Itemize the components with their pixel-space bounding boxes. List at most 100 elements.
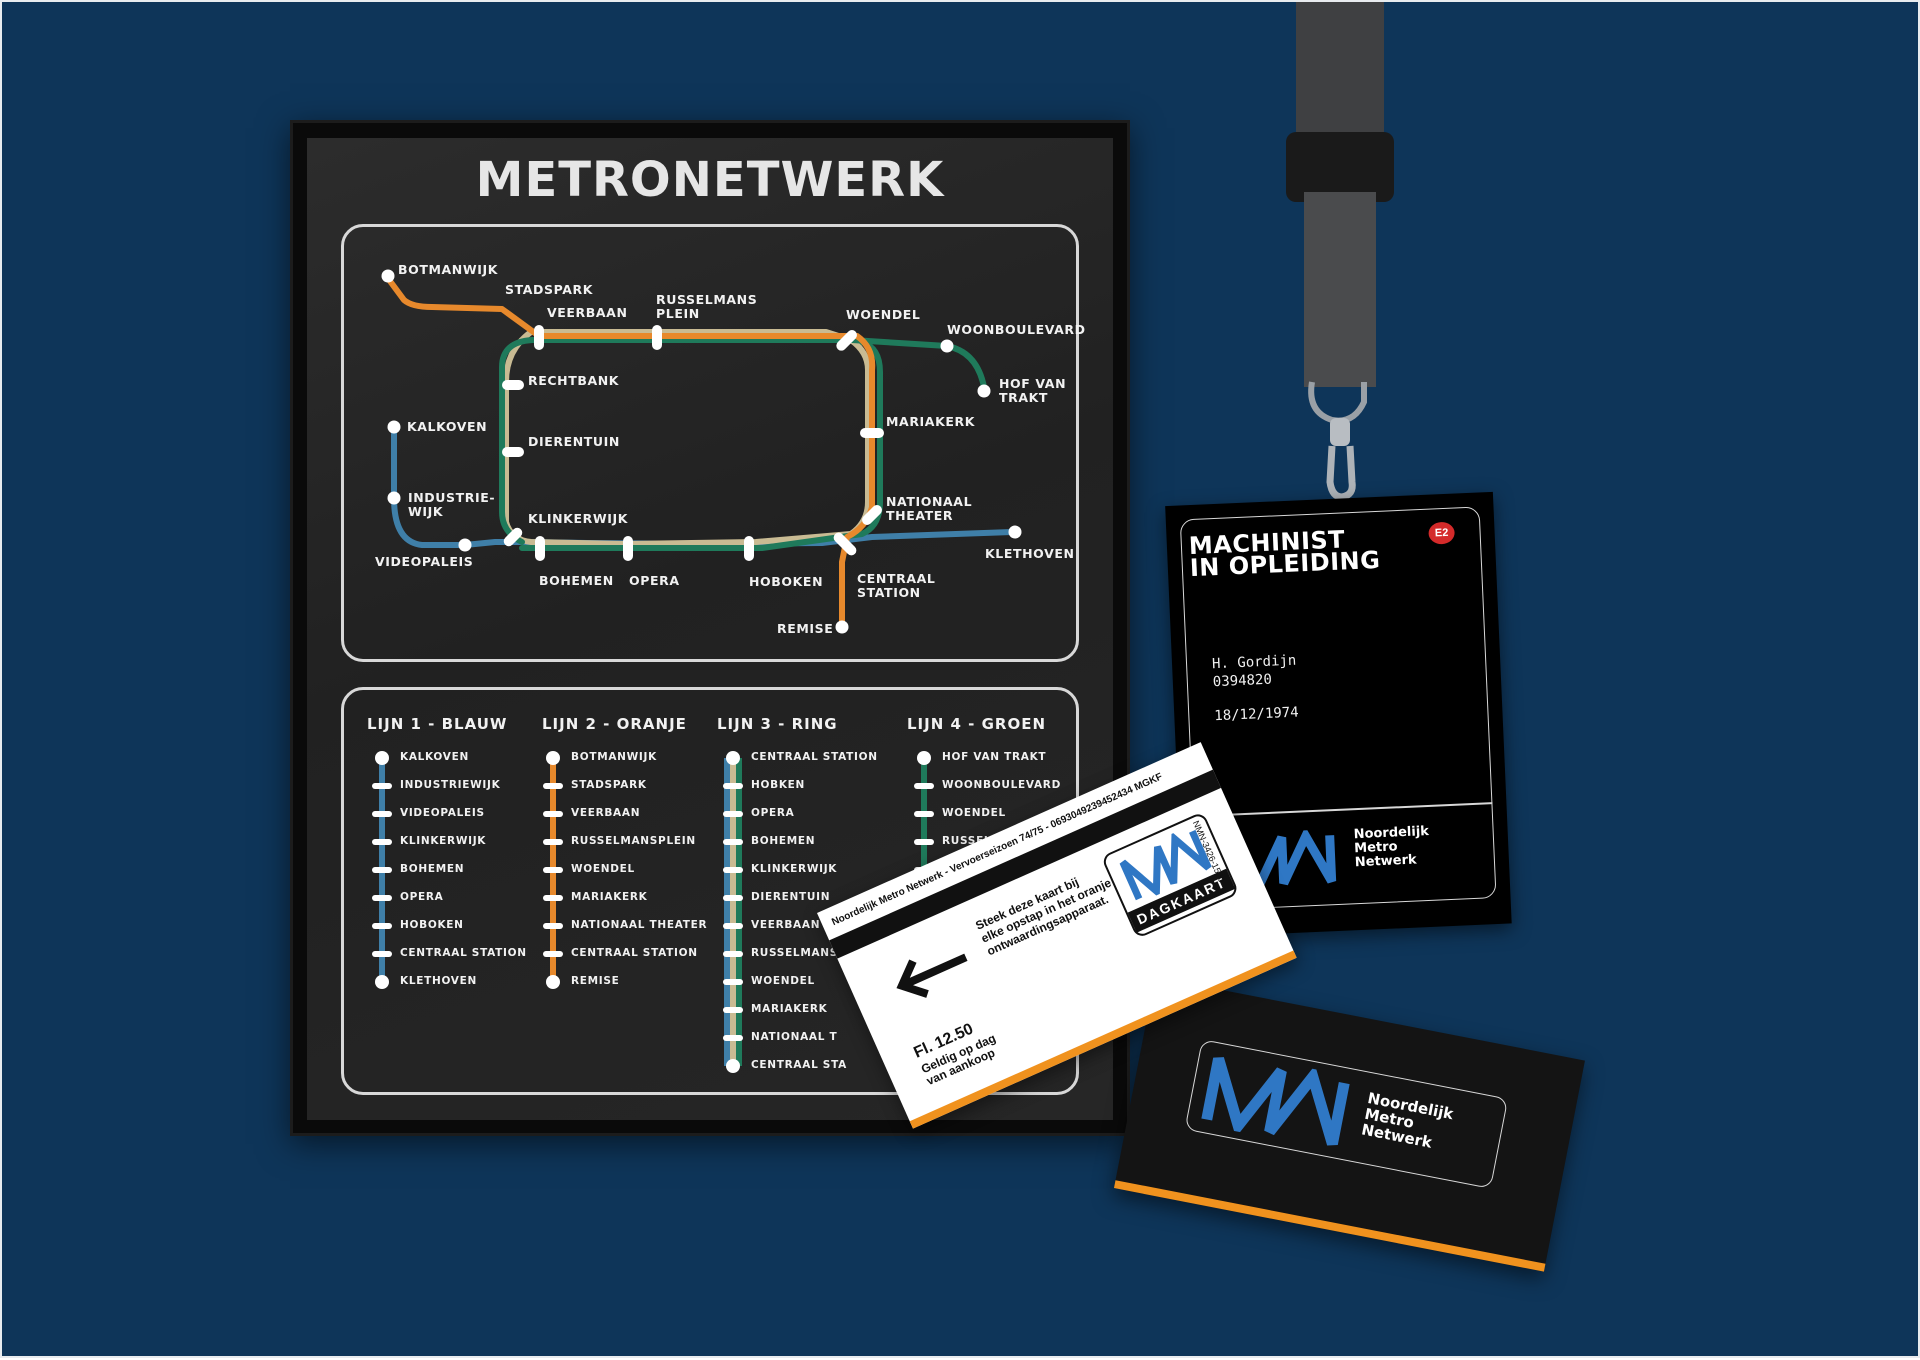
- map-label-dierentuin: DIERENTUIN: [528, 434, 620, 449]
- legend-title-line-3: LIJN 3 - RING: [717, 715, 838, 733]
- legend-station-label: DIERENTUIN: [751, 891, 831, 903]
- legend-station-marker: [723, 895, 743, 901]
- legend-station-marker: [372, 867, 392, 873]
- map-label-bohemen: BOHEMEN: [539, 573, 614, 588]
- legend-station-label: WOENDEL: [571, 863, 635, 875]
- legend-title-line-2: LIJN 2 - ORANJE: [542, 715, 687, 733]
- legend-station-label: MARIAKERK: [751, 1003, 828, 1015]
- legend-station-marker: [723, 951, 743, 957]
- insert-arrow-icon: [896, 953, 968, 998]
- legend-station-marker: [372, 951, 392, 957]
- station-bar-dierentuin: [502, 447, 524, 457]
- station-dot-industriewijk: [387, 491, 401, 505]
- day-ticket: Noordelijk Metro Netwerk - Vervoerseizoe…: [817, 742, 1297, 1129]
- map-label-botmanwijk: BOTMANWIJK: [398, 262, 499, 277]
- lanyard-clip: [1308, 381, 1367, 501]
- legend-station-label: HOF VAN TRAKT: [942, 751, 1047, 763]
- map-label-woonboulevard: WOONBOULEVARD: [947, 322, 1086, 337]
- station-dot-woonboulevard: [940, 339, 954, 353]
- legend-station-marker: [543, 951, 563, 957]
- metro-card: Noordelijk Metro Netwerk: [1113, 977, 1585, 1272]
- legend-station-label: KLINKERWIJK: [400, 835, 487, 847]
- legend-station-label: BOHEMEN: [400, 863, 465, 875]
- legend-station-marker: [546, 751, 560, 765]
- legend-station-label: HOBKEN: [751, 779, 806, 791]
- lanyard-strap: [1296, 2, 1384, 142]
- map-label-rechtbank: RECHTBANK: [528, 373, 620, 388]
- station-bar-opera: [623, 536, 633, 561]
- station-bar-woendel: [836, 330, 857, 351]
- legend-station-label: BOTMANWIJK: [571, 751, 657, 763]
- legend-station-marker: [375, 975, 389, 989]
- legend-station-label: MARIAKERK: [571, 891, 648, 903]
- legend-station-marker: [372, 895, 392, 901]
- card-nmn-logo-icon: [1201, 1057, 1350, 1146]
- station-bar-russelmansplein: [652, 325, 662, 350]
- map-label-hof-van-trakt: HOF VAN TRAKT: [999, 376, 1067, 405]
- ticket-nmn-logo-icon: [1119, 829, 1212, 901]
- legend-station-label: NATIONAAL THEATER: [571, 919, 708, 931]
- legend-line-bar-3: [730, 758, 736, 1066]
- legend-station-marker: [372, 839, 392, 845]
- station-dot-botmanwijk: [381, 269, 395, 283]
- legend-station-marker: [723, 839, 743, 845]
- legend-station-marker: [914, 783, 934, 789]
- station-bar-veerbaan: [534, 325, 544, 350]
- ticket-logo-box: DAGKAART: [1100, 811, 1240, 939]
- map-label-mariakerk: MARIAKERK: [886, 414, 975, 429]
- badge-number: 0394820: [1212, 671, 1273, 691]
- legend-station-label: CENTRAAL STA: [751, 1059, 847, 1071]
- legend-station-label: BOHEMEN: [751, 835, 816, 847]
- lanyard-buckle: [1286, 132, 1394, 202]
- legend-station-marker: [543, 895, 563, 901]
- legend-station-marker: [543, 783, 563, 789]
- legend-station-marker: [372, 783, 392, 789]
- legend-station-label: VEERBAAN: [751, 919, 821, 931]
- legend-station-label: CENTRAAL STATION: [751, 751, 878, 763]
- legend-station-marker: [723, 811, 743, 817]
- legend-station-marker: [723, 979, 743, 985]
- badge-org: Noordelijk Metro Netwerk: [1353, 823, 1430, 871]
- map-label-veerbaan: VEERBAAN: [547, 305, 628, 320]
- station-bar-klinkerwijk: [503, 527, 523, 547]
- legend-station-marker: [372, 811, 392, 817]
- line-orange-path: [384, 274, 876, 630]
- legend-station-label: VEERBAAN: [571, 807, 641, 819]
- legend-station-label: OPERA: [400, 891, 444, 903]
- map-label-hoboken: HOBOKEN: [749, 574, 824, 589]
- lanyard-strap-lower: [1304, 192, 1376, 387]
- map-label-klethoven: KLETHOVEN: [985, 546, 1075, 561]
- map-label-remise: REMISE: [777, 621, 834, 636]
- legend-station-label: CENTRAAL STATION: [400, 947, 527, 959]
- map-label-nationaal-theater: NATIONAAL THEATER: [886, 494, 973, 523]
- legend-station-label: KLINKERWIJK: [751, 863, 838, 875]
- map-label-industriewijk: INDUSTRIE- WIJK: [408, 490, 496, 519]
- legend-station-marker: [543, 839, 563, 845]
- legend-station-marker: [372, 923, 392, 929]
- map-label-stadspark: STADSPARK: [505, 282, 594, 297]
- legend-station-label: WOENDEL: [942, 807, 1006, 819]
- map-label-kalkoven: KALKOVEN: [407, 419, 488, 434]
- legend-station-label: RUSSELMANSPLEIN: [571, 835, 696, 847]
- map-label-klinkerwijk: KLINKERWIJK: [528, 511, 628, 526]
- legend-station-marker: [723, 1007, 743, 1013]
- station-bar-mariakerk: [860, 428, 884, 438]
- legend-station-marker: [723, 923, 743, 929]
- legend-station-label: KALKOVEN: [400, 751, 469, 763]
- station-dot-kalkoven: [387, 420, 401, 434]
- legend-line-bar-4: [921, 758, 927, 898]
- badge-title: MACHINIST IN OPLEIDING: [1188, 525, 1381, 583]
- legend-station-marker: [917, 751, 931, 765]
- legend-station-label: WOENDEL: [751, 975, 815, 987]
- legend-station-label: KLETHOVEN: [400, 975, 477, 987]
- legend-station-label: CENTRAAL STATION: [571, 947, 698, 959]
- station-dot-remise: [835, 620, 849, 634]
- map-label-videopaleis: VIDEOPALEIS: [375, 554, 474, 569]
- legend-station-marker: [914, 839, 934, 845]
- legend-station-marker: [543, 811, 563, 817]
- legend-station-label: NATIONAAL T: [751, 1031, 838, 1043]
- station-dot-videopaleis: [458, 538, 472, 552]
- map-label-woendel: WOENDEL: [846, 307, 921, 322]
